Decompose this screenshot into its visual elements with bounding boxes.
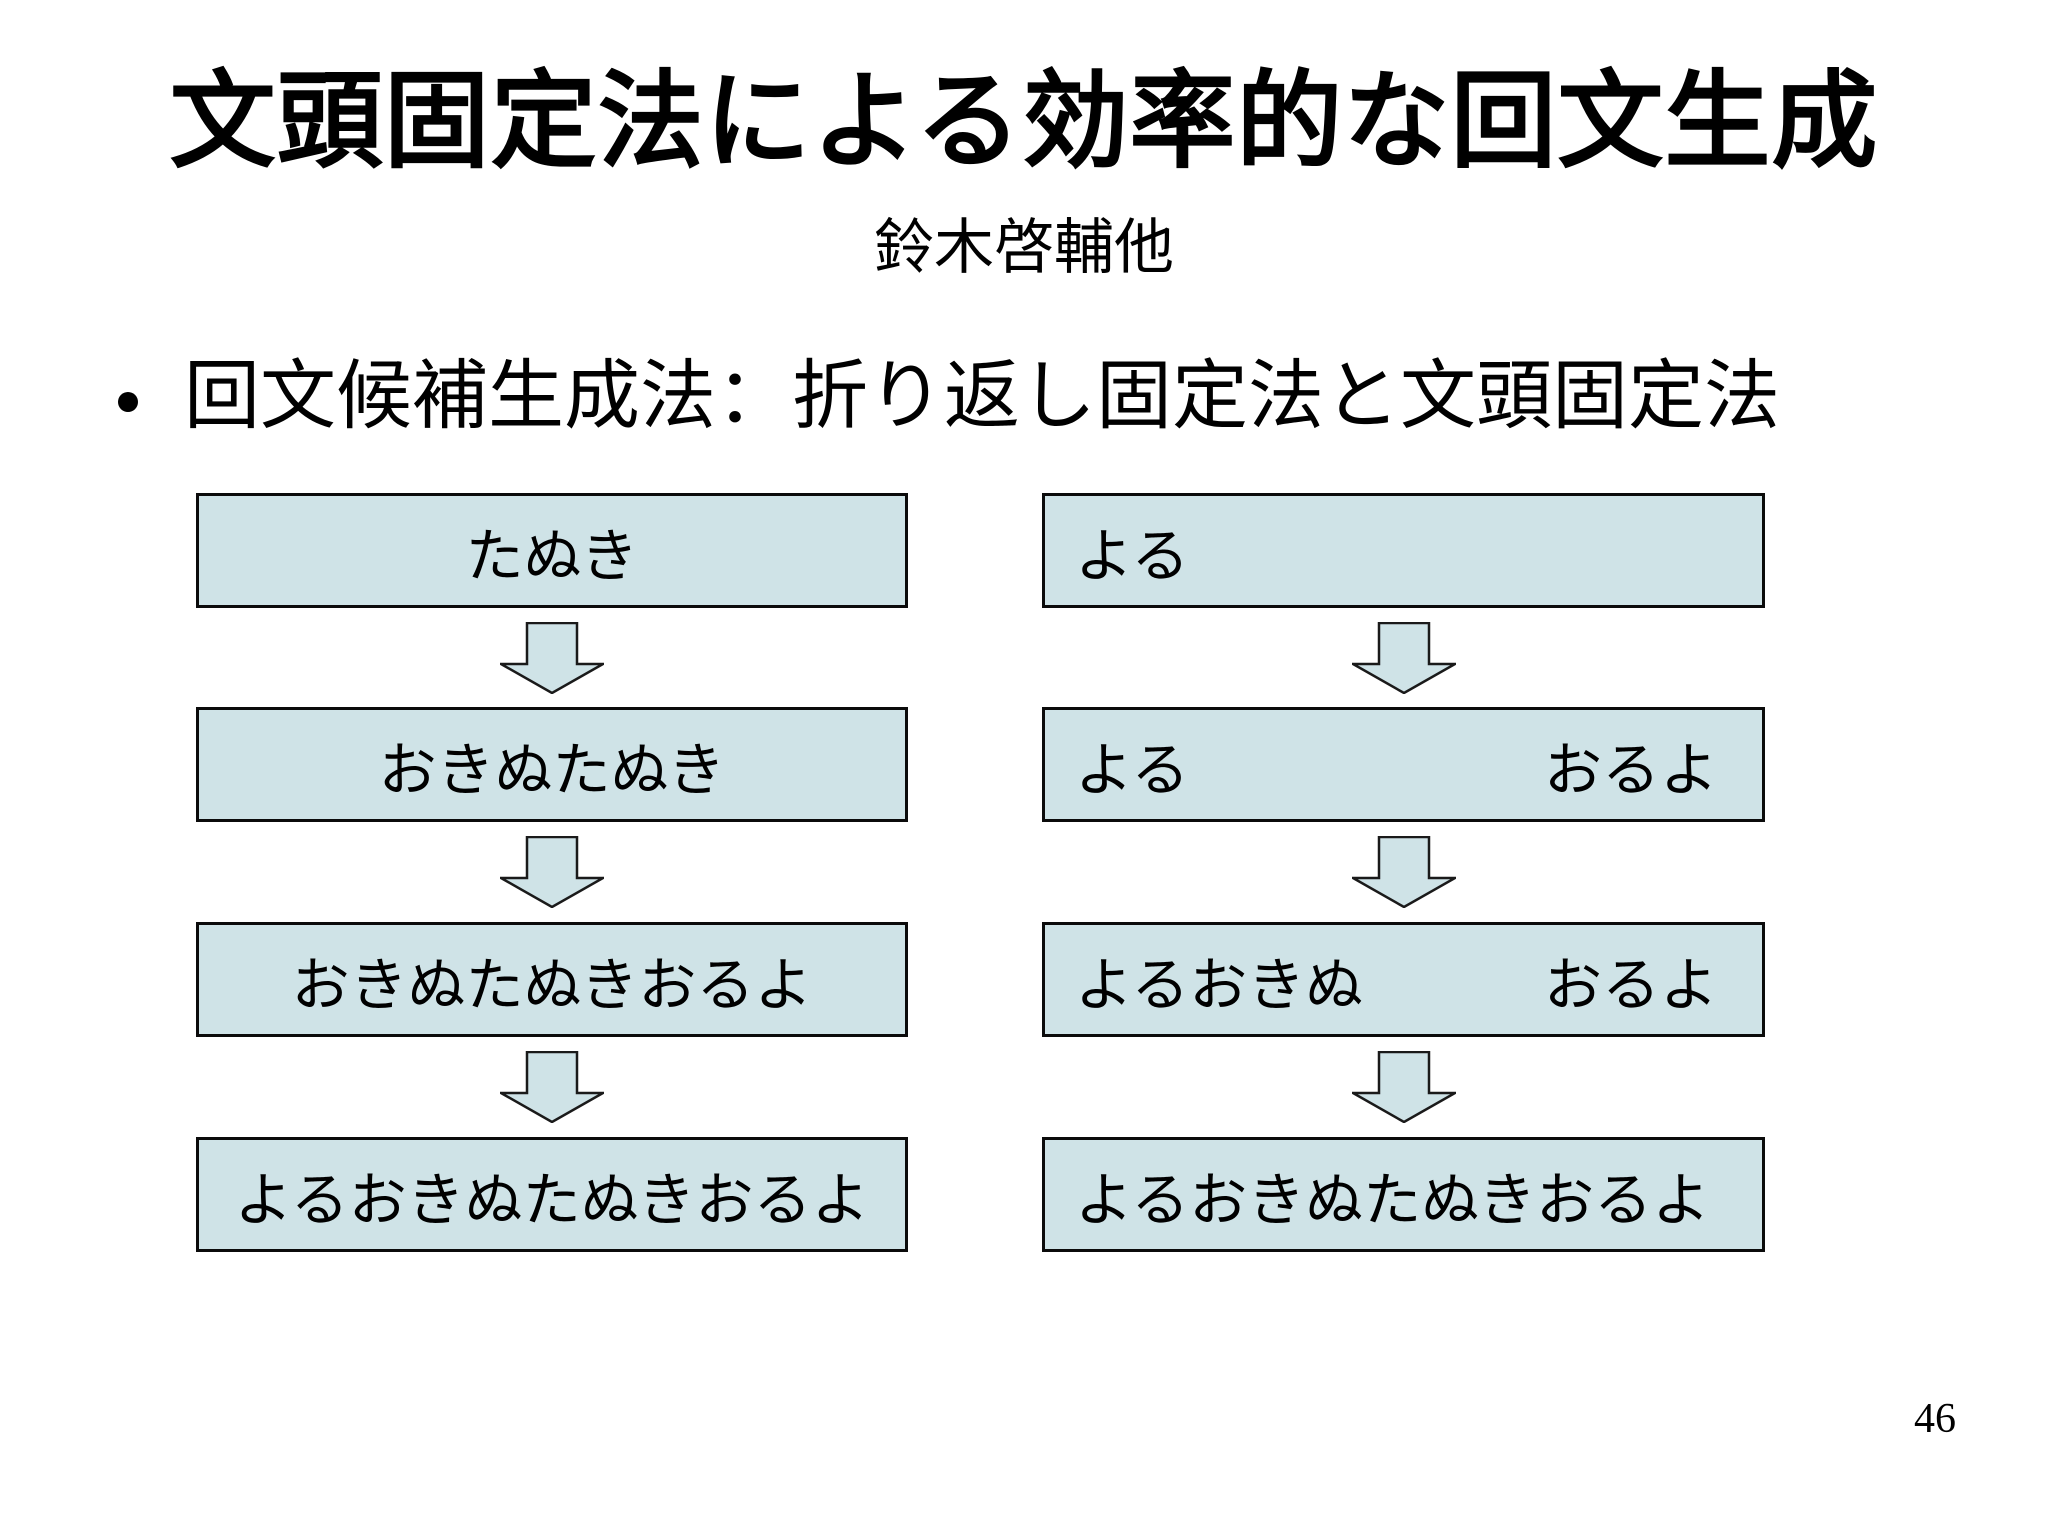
flow-box-text: おきぬたぬき (378, 737, 726, 803)
flow-box: よるおきぬたぬきおるよ (1042, 1137, 1765, 1252)
flow-box-text: よるおきぬたぬきおるよ (234, 1167, 870, 1233)
down-arrow-icon (500, 836, 604, 908)
bullet-text: 回文候補生成法：折り返し固定法と文頭固定法 (184, 354, 1780, 439)
down-arrow-icon (1351, 836, 1456, 908)
flow-box-text-right: おるよ (1543, 737, 1718, 803)
bullet-marker-icon (118, 392, 138, 412)
flow-box: たぬき (196, 493, 908, 608)
flow-box: おきぬたぬき (196, 707, 908, 822)
flow-box-text: おきぬたぬきおるよ (291, 952, 813, 1018)
down-arrow-icon (500, 622, 604, 694)
flow-box-text: よる (1075, 523, 1190, 589)
flow-box-text-left: よる (1075, 737, 1190, 803)
flow-box: よる おるよ (1042, 707, 1765, 822)
flow-box-text: たぬき (465, 523, 639, 589)
down-arrow-icon (1351, 622, 1456, 694)
diagram-column-left: たぬき おきぬたぬき おきぬたぬきおるよ よるおきぬたぬきおるよ (196, 493, 908, 1255)
diagram-column-right: よる よる おるよ よるおきぬ おるよ よるおきぬたぬきおるよ (1042, 493, 1765, 1255)
down-arrow-icon (500, 1051, 604, 1123)
page-number: 46 (1914, 1396, 1956, 1442)
flow-box: よるおきぬ おるよ (1042, 922, 1765, 1037)
slide-title: 文頭固定法による効率的な回文生成 (169, 63, 1879, 181)
bullet-item: 回文候補生成法：折り返し固定法と文頭固定法 (118, 348, 1780, 447)
down-arrow-icon (1351, 1051, 1456, 1123)
flow-box: よるおきぬたぬきおるよ (196, 1137, 908, 1252)
flow-box-text: よるおきぬたぬきおるよ (1075, 1167, 1711, 1233)
flow-box: おきぬたぬきおるよ (196, 922, 908, 1037)
slide-subtitle: 鈴木啓輔他 (874, 214, 1174, 281)
flow-box: よる (1042, 493, 1765, 608)
flow-box-text-right: おるよ (1543, 952, 1718, 1018)
flow-box-text-left: よるおきぬ (1075, 952, 1364, 1018)
